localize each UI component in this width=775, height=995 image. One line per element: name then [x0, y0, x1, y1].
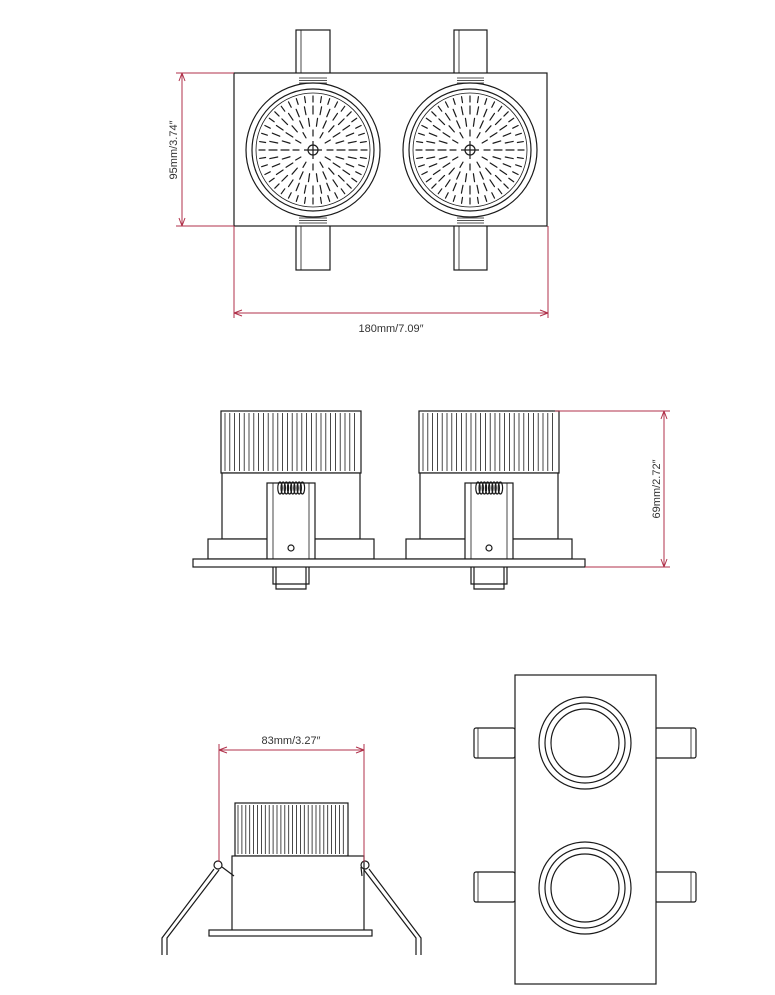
bottom-plate — [514, 674, 657, 985]
height-label-side: 69mm/2.72″ — [651, 459, 663, 518]
end-view: 83mm/3.27″ — [161, 735, 422, 955]
base-plate — [192, 558, 586, 568]
spring-arm-right — [360, 860, 422, 955]
height-label-top: 95mm/3.74″ — [168, 120, 180, 179]
end-body — [231, 855, 365, 932]
spring-arm-left — [161, 860, 235, 955]
width-label-top: 180mm/7.09″ — [358, 323, 423, 335]
side-view: 69mm/2.72″ — [192, 410, 670, 590]
lamp-unit-right — [405, 410, 573, 590]
height-dimension-top: 95mm/3.74″ — [168, 72, 234, 227]
lamp-head-left — [245, 82, 381, 218]
top-view: 95mm/3.74″ 180mm/7.09″ — [168, 29, 549, 335]
height-dimension-side: 69mm/2.72″ — [555, 410, 670, 568]
width-label-end: 83mm/3.27″ — [262, 735, 321, 747]
lamp-unit-left — [207, 410, 375, 590]
clip-tabs — [473, 727, 697, 903]
aperture-top — [538, 696, 632, 790]
heatsink — [234, 802, 349, 857]
end-trim — [208, 929, 373, 937]
width-dimension-top: 180mm/7.09″ — [233, 226, 549, 335]
aperture-bottom — [538, 841, 632, 935]
width-dimension-end: 83mm/3.27″ — [218, 735, 365, 862]
lamp-head-right — [402, 82, 538, 218]
bottom-view — [473, 674, 697, 985]
